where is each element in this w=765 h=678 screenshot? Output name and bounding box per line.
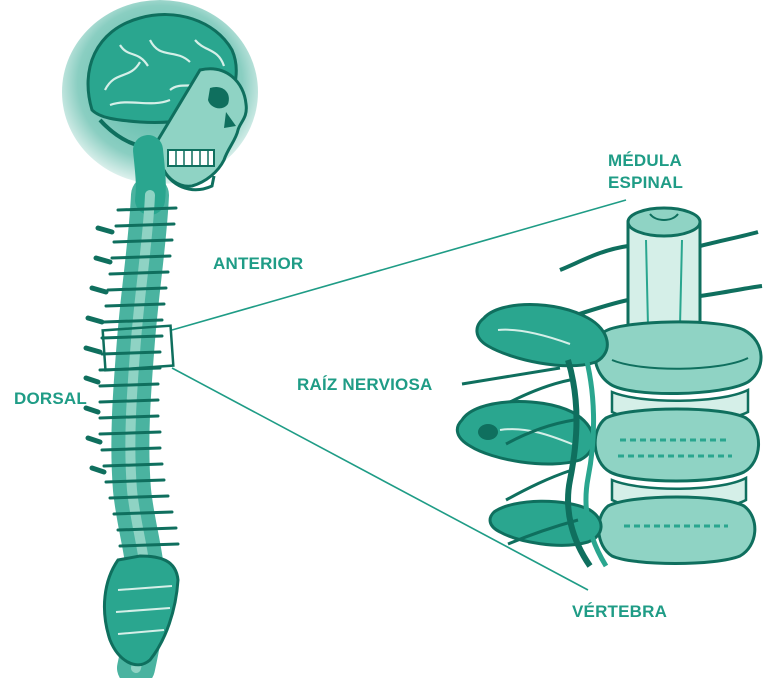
spinal-cord-label-line1: MÉDULA xyxy=(608,150,683,172)
dorsal-label: DORSAL xyxy=(14,388,87,410)
label-leader-lines xyxy=(462,368,560,384)
spinal-cord-label-line2: ESPINAL xyxy=(608,172,683,194)
nerve-root-label: RAÍZ NERVIOSA xyxy=(297,374,432,396)
spine-column-illustration xyxy=(86,150,178,668)
vertebra-label: VÉRTEBRA xyxy=(572,601,667,623)
vertebra-detail-illustration xyxy=(457,208,762,566)
spinal-cord-label: MÉDULA ESPINAL xyxy=(608,150,683,194)
anterior-label: ANTERIOR xyxy=(213,253,303,275)
